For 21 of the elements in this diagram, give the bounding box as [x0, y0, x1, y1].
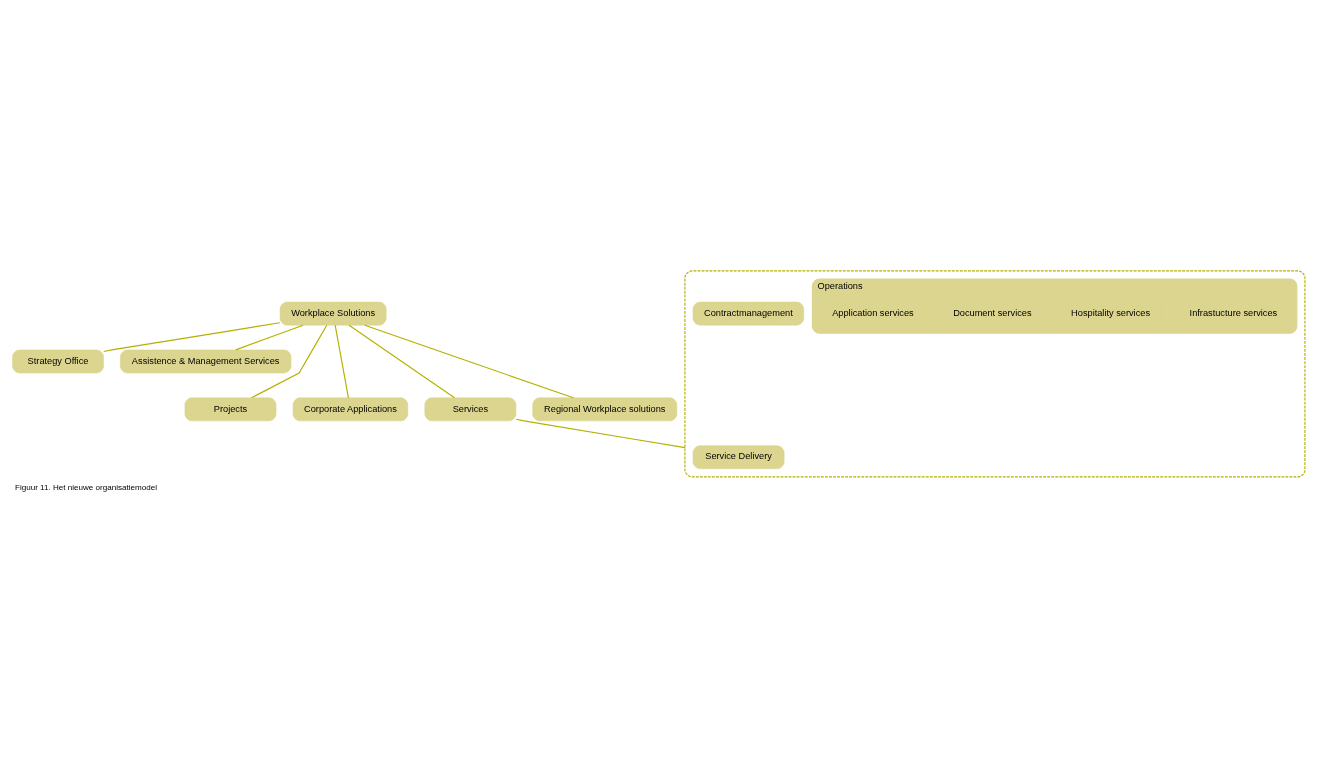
connector — [235, 324, 304, 350]
connector — [103, 321, 281, 352]
node-text: Document services — [953, 307, 1032, 318]
node-text: Hospitality services — [1071, 307, 1151, 318]
node-box: Service Delivery — [692, 444, 785, 469]
cluster — [684, 269, 1306, 477]
node-box: Projects — [184, 397, 277, 421]
node-text: Infrastucture services — [1189, 307, 1278, 318]
node-box: Regional Workplace solutions — [532, 397, 678, 421]
node-box: Contractmanagement — [692, 301, 805, 325]
connector — [348, 324, 456, 398]
node-box: Workplace Solutions — [279, 301, 387, 325]
node-box: Corporate Applications — [292, 397, 409, 421]
node-box: Assistence & Management Services — [120, 349, 292, 373]
node-box: Strategy Office — [12, 349, 104, 373]
connector — [515, 418, 686, 448]
node-box: Services — [424, 397, 517, 421]
connector — [251, 324, 328, 398]
connector — [334, 324, 349, 398]
node-text: Application services — [832, 307, 914, 318]
connector — [364, 324, 574, 398]
